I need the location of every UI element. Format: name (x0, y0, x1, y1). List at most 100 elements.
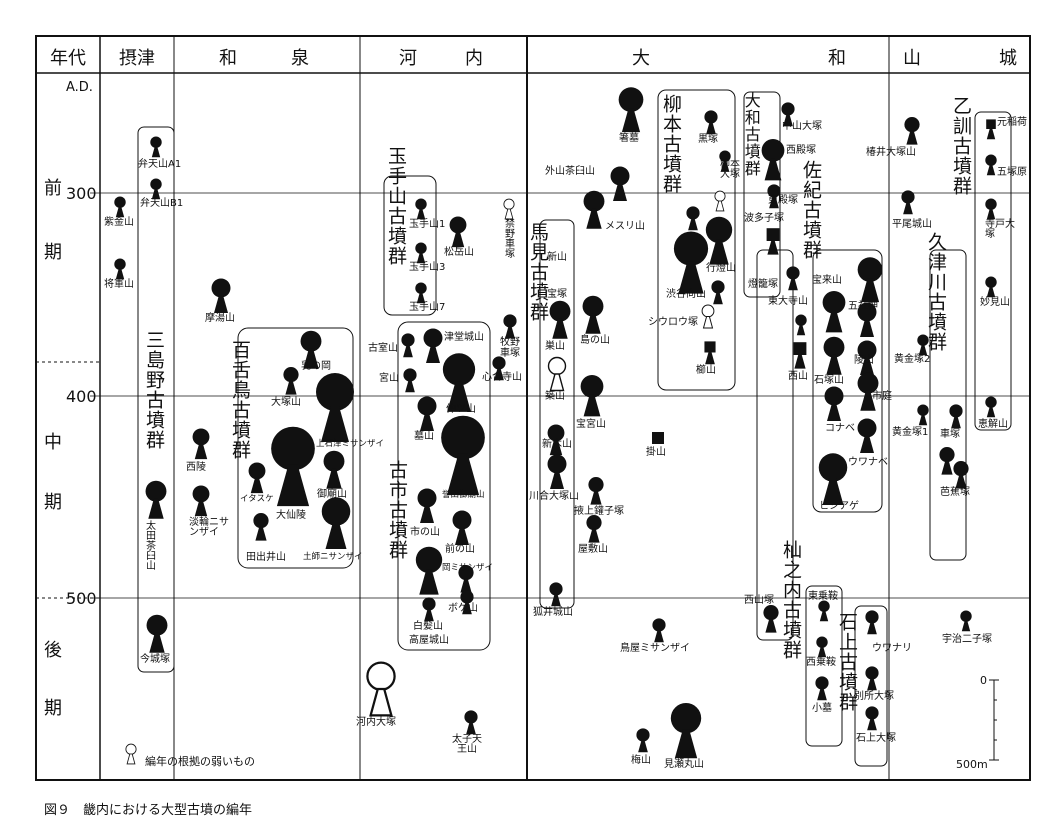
tomb-icon (283, 367, 299, 395)
tomb-icon (704, 341, 716, 365)
tomb-label: メスリ山 (605, 221, 645, 232)
tomb-icon (618, 87, 644, 133)
tomb-label: 小墓 (812, 703, 832, 714)
tomb-label: 芭蕉塚 (940, 487, 970, 498)
header-province-izumi-2: 泉 (291, 48, 309, 69)
group-boxes (137, 89, 1012, 767)
tomb-label: 櫛山 (696, 365, 716, 376)
tomb-icon (582, 295, 604, 334)
tomb-label: 誉田御廟山 (442, 490, 485, 500)
tomb-icon (793, 342, 807, 369)
tomb-label: 前の山 (445, 544, 475, 555)
tomb-label: 大仙陵 (276, 510, 306, 521)
tomb-label: 東乗鞍 (808, 591, 838, 602)
tomb-icon (415, 198, 427, 220)
tomb-label: 太子天王山 (452, 734, 482, 755)
tomb-icon (824, 386, 844, 421)
legend-icon (125, 743, 137, 765)
tomb-label: 心合寺山 (482, 372, 522, 383)
tomb-icon (704, 110, 718, 135)
tomb-icon (452, 510, 472, 545)
tomb-label: 渋谷向山 (666, 289, 706, 300)
tomb-label: 古室山 (368, 343, 398, 354)
square-tomb-icon (652, 432, 664, 444)
tomb-label: 乳の岡 (301, 361, 331, 372)
tomb-icon (901, 190, 915, 215)
tomb-icon (822, 291, 846, 333)
tomb-label: 妙見山 (980, 297, 1010, 308)
tomb-label: 宝来山 (812, 275, 842, 286)
tomb-icon (857, 418, 877, 453)
tomb-label: 岡ミサンザイ (442, 563, 494, 573)
tomb-label: 御廟山 (317, 489, 347, 500)
tomb-label: 石上大塚 (856, 733, 896, 744)
axis-year-400: 400 (66, 387, 97, 406)
tomb-label: 島の山 (580, 335, 610, 346)
tomb-label: シウロウ塚 (648, 317, 698, 328)
tomb-icon (114, 196, 126, 218)
tomb-label: イタスケ (240, 494, 274, 504)
tomb-icon (818, 453, 848, 505)
tomb-icon (816, 636, 828, 658)
legend-text: 編年の根拠の弱いもの (145, 755, 255, 768)
tomb-label: 西山塚 (744, 595, 774, 606)
tomb-label: 行燈山 (706, 263, 736, 274)
header-province-yamashiro-2: 城 (999, 48, 1017, 69)
tomb-label: 築山 (545, 391, 565, 402)
header-province-yamato-2: 和 (828, 48, 846, 69)
tomb-label: 波多子塚 (744, 213, 784, 224)
tomb-label: 黄金塚2 (894, 354, 931, 365)
tomb-label: 梅山 (631, 755, 651, 766)
tomb-label: 掖上鑵子塚 (574, 506, 624, 517)
tomb-icon (547, 454, 567, 489)
tomb-label: 松岳山 (444, 247, 474, 258)
tomb-icon (761, 139, 785, 181)
axis-year-300: 300 (66, 184, 97, 203)
tomb-icon (960, 610, 972, 632)
tomb-label: 禁野車塚 (502, 218, 514, 258)
tomb-icon (464, 710, 478, 735)
tomb-icon (985, 276, 997, 298)
tomb-icon (763, 605, 779, 633)
tomb-label: 椿井大塚山 (866, 147, 916, 158)
tomb-icon (985, 198, 997, 220)
tomb-icon (583, 190, 605, 229)
tomb-label: 市の山 (410, 527, 440, 538)
tomb-icon (586, 515, 602, 543)
tomb-label: 西陵 (186, 462, 206, 473)
tomb-label: 鳥屋ミサンザイ (620, 643, 690, 654)
tomb-icon (415, 242, 427, 264)
scale-max: 500m (956, 758, 988, 771)
tomb-label: 玉手山3 (409, 262, 446, 273)
tomb-label: 五社神 (848, 301, 878, 312)
header-province-kawachi-1: 河 (399, 48, 417, 69)
header-province-izumi-1: 和 (219, 48, 237, 69)
axis-unit: A.D. (66, 80, 93, 95)
header-era-title: 年代 (50, 48, 86, 69)
tomb-icon (150, 136, 162, 158)
tomb-label: 黒塚 (698, 134, 718, 145)
tomb-icon (985, 396, 997, 418)
era-late-1: 後 (44, 640, 62, 661)
tomb-icon (786, 266, 800, 291)
tomb-label: 津堂城山 (444, 332, 484, 343)
tomb-icon (192, 428, 210, 460)
tomb-label: 中山大塚 (782, 121, 822, 132)
tomb-label: 掛山 (646, 447, 666, 458)
tomb-icon (145, 480, 167, 519)
tomb-label: 淡輪ニサンザイ (189, 517, 229, 538)
tomb-label: 川合大塚山 (529, 491, 579, 502)
tomb-label: 白髪山 (413, 621, 443, 632)
tomb-icon (949, 404, 963, 429)
group-oyamato: 大和古墳群 (741, 92, 761, 177)
tomb-label: 将軍山 (104, 279, 134, 290)
tomb-icon (815, 676, 829, 701)
tomb-label: 別所大塚 (854, 691, 894, 702)
era-early-2: 期 (44, 242, 62, 263)
group-furuichi: 古市古墳群 (385, 460, 408, 560)
group-isonokami: 石上古墳群 (835, 612, 858, 712)
header-province-yamato-1: 大 (632, 48, 650, 69)
tomb-label: 太田茶臼山 (143, 520, 155, 570)
tomb-icon (192, 485, 210, 517)
group-umami: 馬見古墳群 (526, 222, 549, 322)
